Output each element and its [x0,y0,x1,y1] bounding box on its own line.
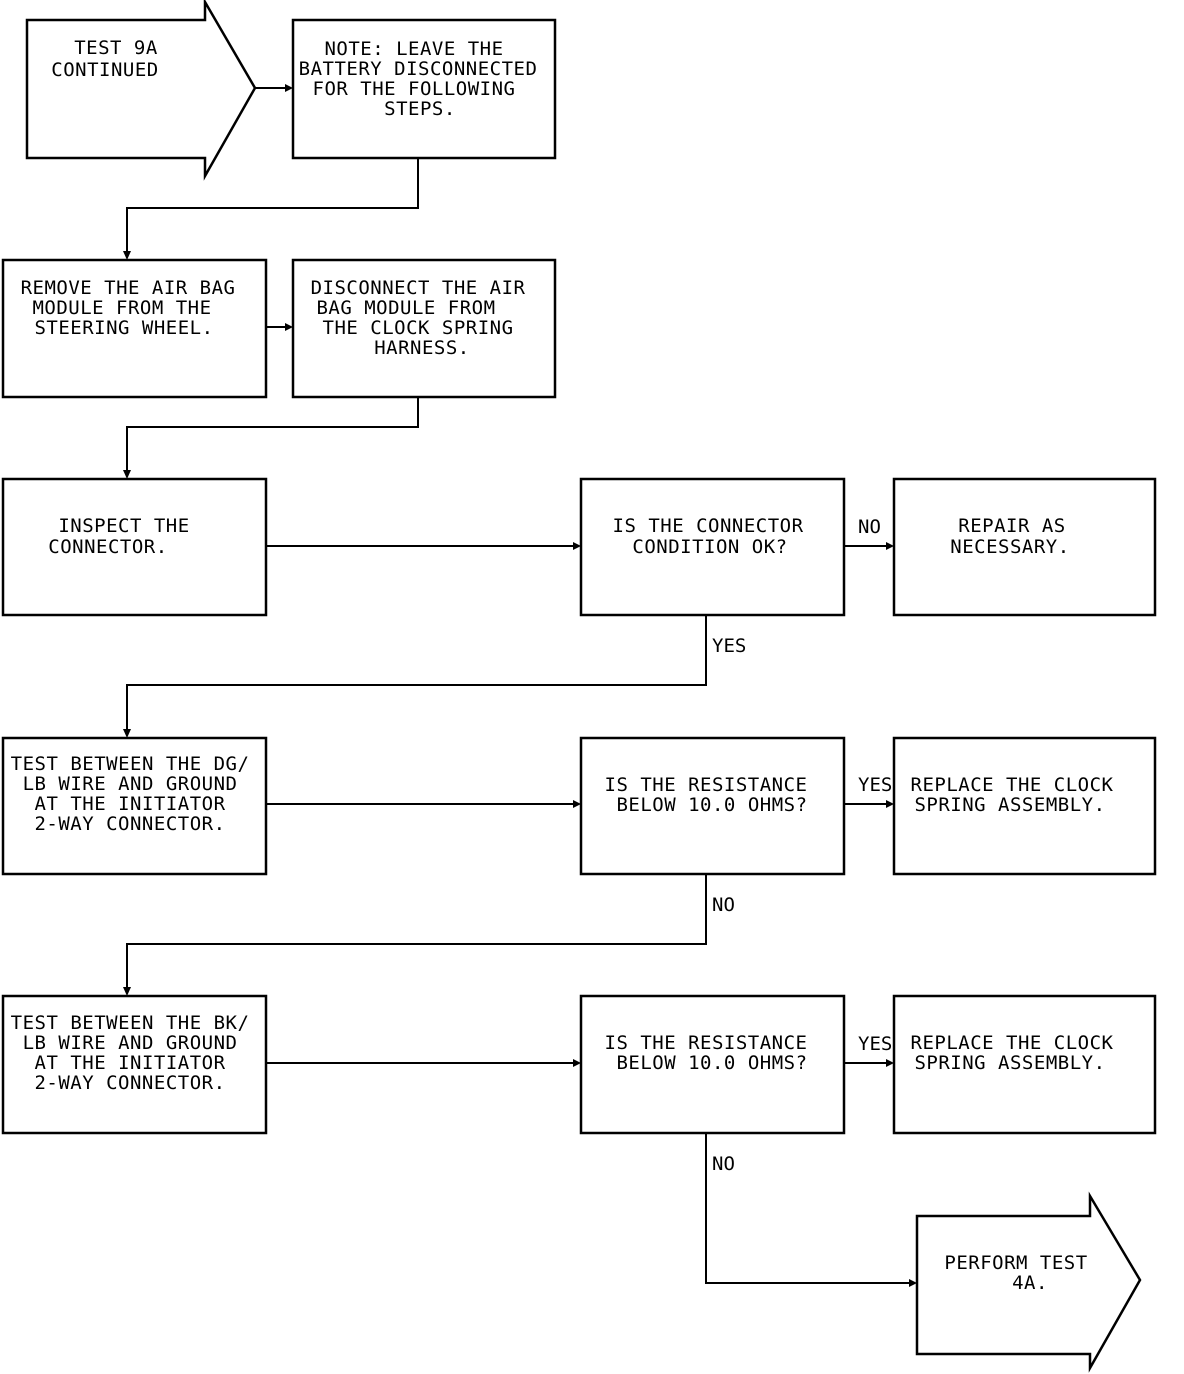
label-connector-yes: YES [712,635,746,657]
connector-resistance-2-no-to-exit [705,1133,917,1287]
inspect-line-2: CONNECTOR. [48,536,167,558]
resistance-1-decision-box: IS THE RESISTANCE BELOW 10.0 OHMS? [579,736,846,876]
replace-clock-spring-2-box: REPLACE THE CLOCK SPRING ASSEMBLY. [892,994,1157,1135]
svg-text:REPAIR AS NECESSARY.: REPAIR AS NECESSARY. [950,515,1077,558]
connector-test-dg-to-resistance-1 [266,800,581,808]
connector-resistance-1-yes-to-replace-1 [844,800,894,808]
disconnect-module-box: DISCONNECT THE AIR BAG MODULE FROM THE C… [291,258,557,399]
connector-disconnect-to-inspect [123,397,419,479]
remove-module-line-1: REMOVE THE AIR BAG [21,277,236,299]
test-bk-line-1: TEST BETWEEN THE BK/ [11,1012,250,1034]
disconnect-module-line-1: DISCONNECT THE AIR [311,277,526,299]
connector-resistance-2-yes-to-replace-2 [844,1059,894,1067]
test-dg-line-4: 2-WAY CONNECTOR. [34,813,225,835]
label-connector-no: NO [858,516,881,538]
svg-text:REMOVE THE AIR BAG MODUL: REMOVE THE AIR BAG MODULE FROM THE STEER… [21,277,248,339]
label-resistance-1-no: NO [712,894,735,916]
svg-text:TEST 9A CONTINUED: TEST 9A CONTINUED [51,37,169,81]
resistance-1-line-1: IS THE RESISTANCE [605,774,808,796]
test-dg-line-1: TEST BETWEEN THE DG/ [11,753,250,775]
resistance-2-line-1: IS THE RESISTANCE [605,1032,808,1054]
svg-text:TEST BETWEEN THE DG/ LB: TEST BETWEEN THE DG/ LB WIRE AND GROUND … [11,753,262,835]
note-line-4: STEPS. [384,98,456,120]
label-resistance-1-yes: YES [858,774,892,796]
label-resistance-2-no: NO [712,1153,735,1175]
svg-text:NOTE: LEAVE THE BATTERY: NOTE: LEAVE THE BATTERY DISCONNECTED FOR… [299,38,550,120]
label-resistance-2-yes: YES [858,1033,892,1055]
connector-test-bk-to-resistance-2 [266,1059,581,1067]
note-box: NOTE: LEAVE THE BATTERY DISCONNECTED FOR… [291,18,557,160]
replace-1-line-2: SPRING ASSEMBLY. [914,794,1105,816]
exit-line-1: PERFORM TEST [944,1252,1087,1274]
test-bk-line-2: LB WIRE AND GROUND [23,1032,238,1054]
connector-entry-to-note [255,84,293,92]
svg-text:IS THE RESISTANCE BELOW: IS THE RESISTANCE BELOW 10.0 OHMS? [605,1032,820,1074]
entry-line-1: TEST 9A [74,37,158,59]
resistance-2-decision-box: IS THE RESISTANCE BELOW 10.0 OHMS? [579,994,846,1135]
connector-resistance-1-no-to-test-bk [123,874,707,996]
svg-text:TEST BETWEEN THE BK/ LB: TEST BETWEEN THE BK/ LB WIRE AND GROUND … [11,1012,262,1094]
svg-text:REPLACE THE CLOCK SPRING: REPLACE THE CLOCK SPRING ASSEMBLY. [911,774,1126,816]
replace-2-line-2: SPRING ASSEMBLY. [914,1052,1105,1074]
test-bk-line-4: 2-WAY CONNECTOR. [34,1072,225,1094]
replace-1-line-1: REPLACE THE CLOCK [911,774,1114,796]
connector-note-to-remove [123,158,419,260]
entry-line-2: CONTINUED [51,59,158,81]
svg-text:IS THE RESISTANCE BELOW: IS THE RESISTANCE BELOW 10.0 OHMS? [605,774,820,816]
svg-text:REPLACE THE CLOCK SPRING: REPLACE THE CLOCK SPRING ASSEMBLY. [911,1032,1126,1074]
note-line-2: BATTERY DISCONNECTED [299,58,538,80]
test-bk-line-3: AT THE INITIATOR [35,1052,226,1074]
connector-ok-decision-box: IS THE CONNECTOR CONDITION OK? [579,477,846,617]
connector-connector-ok-no-to-repair [844,542,894,550]
svg-text:INSPECT THE CONNECTOR.: INSPECT THE CONNECTOR. [48,515,201,558]
entry-arrow-test-9a: TEST 9A CONTINUED [25,0,257,181]
test-dg-line-2: LB WIRE AND GROUND [23,773,238,795]
repair-line-2: NECESSARY. [950,536,1069,558]
remove-module-line-2: MODULE FROM THE [32,297,211,319]
test-bk-lb-box: TEST BETWEEN THE BK/ LB WIRE AND GROUND … [1,994,268,1135]
connector-ok-line-2: CONDITION OK? [632,536,787,558]
svg-text:PERFORM TEST 4A.: PERFORM TEST 4A. [944,1252,1099,1294]
note-line-1: NOTE: LEAVE THE [324,38,503,60]
disconnect-module-line-3: THE CLOCK SPRING [323,317,514,339]
disconnect-module-line-2: BAG MODULE FROM [316,297,495,319]
replace-2-line-1: REPLACE THE CLOCK [911,1032,1114,1054]
remove-module-line-3: STEERING WHEEL. [34,317,213,339]
connector-inspect-to-connector-ok [266,542,581,550]
connector-connector-ok-yes-to-test-dg [123,615,707,738]
exit-line-2: 4A. [1012,1272,1048,1294]
svg-text:IS THE CONNECTOR CONDITI: IS THE CONNECTOR CONDITION OK? [613,515,816,558]
connector-remove-to-disconnect [266,323,293,331]
disconnect-module-line-4: HARNESS. [374,337,470,359]
repair-box: REPAIR AS NECESSARY. [892,477,1157,617]
repair-line-1: REPAIR AS [958,515,1065,537]
connector-ok-line-1: IS THE CONNECTOR [613,515,804,537]
inspect-line-1: INSPECT THE [58,515,189,537]
inspect-connector-box: INSPECT THE CONNECTOR. [1,477,268,617]
test-dg-lb-box: TEST BETWEEN THE DG/ LB WIRE AND GROUND … [1,736,268,876]
remove-module-box: REMOVE THE AIR BAG MODULE FROM THE STEER… [1,258,268,399]
resistance-2-line-2: BELOW 10.0 OHMS? [616,1052,807,1074]
resistance-1-line-2: BELOW 10.0 OHMS? [616,794,807,816]
test-dg-line-3: AT THE INITIATOR [35,793,226,815]
svg-text:DISCONNECT THE AIR BAG M: DISCONNECT THE AIR BAG MODULE FROM THE C… [311,277,538,359]
exit-arrow-perform-test-4a: PERFORM TEST 4A. [915,1191,1142,1373]
note-line-3: FOR THE FOLLOWING [313,78,516,100]
replace-clock-spring-1-box: REPLACE THE CLOCK SPRING ASSEMBLY. [892,736,1157,876]
